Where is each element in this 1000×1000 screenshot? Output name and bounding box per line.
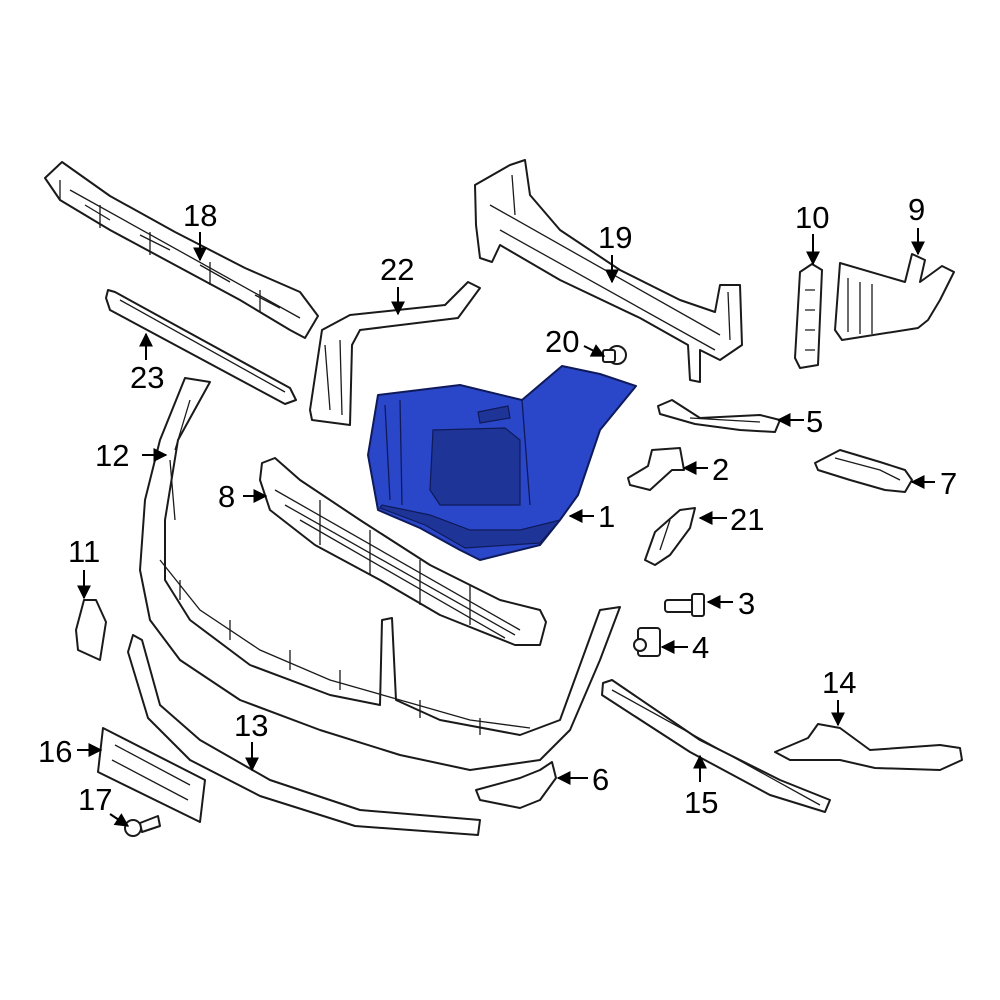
part-1-bumper-cover-highlighted xyxy=(367,365,637,561)
callout-4: 4 xyxy=(692,630,709,665)
callout-18: 18 xyxy=(183,198,217,233)
part-15-side-strip xyxy=(601,679,831,813)
part-19-reinforcement-bar xyxy=(474,159,743,383)
part-4-nut-clip xyxy=(633,627,661,657)
part-16-plate xyxy=(97,727,206,823)
callout-17: 17 xyxy=(78,782,112,817)
part-3-bolt xyxy=(664,593,705,617)
callout-5: 5 xyxy=(806,404,823,439)
part-10-vertical-bracket xyxy=(794,263,823,369)
callout-23: 23 xyxy=(130,360,164,395)
part-17-push-pin xyxy=(124,815,161,837)
leader-20 xyxy=(583,344,606,357)
callout-14: 14 xyxy=(822,665,856,700)
leader-17 xyxy=(109,813,130,827)
callout-22: 22 xyxy=(380,252,414,287)
callout-16: 16 xyxy=(38,734,72,769)
part-18-energy-absorber xyxy=(44,161,319,339)
part-11-clip-bracket xyxy=(75,599,107,661)
part-5-bracket xyxy=(657,399,781,433)
part-8-grille xyxy=(259,457,547,646)
callout-labels: 18 19 22 23 10 9 20 12 8 5 2 7 1 21 11 3… xyxy=(38,192,957,820)
part-21-side-bracket xyxy=(644,507,696,566)
callout-11: 11 xyxy=(68,534,100,569)
part-13-lower-trim xyxy=(127,634,481,836)
callout-6: 6 xyxy=(592,762,609,797)
part-23-bracket-strip xyxy=(105,289,297,405)
callout-2: 2 xyxy=(712,452,729,487)
part-9-guide-bracket xyxy=(834,253,955,341)
callout-9: 9 xyxy=(908,192,925,227)
part-20-bolt xyxy=(602,345,627,365)
callout-1: 1 xyxy=(598,499,615,534)
part-12-bumper-support xyxy=(139,377,621,771)
callout-13: 13 xyxy=(234,708,268,743)
part-14-corner-trim xyxy=(774,723,963,771)
callout-15: 15 xyxy=(684,785,718,820)
callout-20: 20 xyxy=(545,324,579,359)
callout-12: 12 xyxy=(95,438,129,473)
callout-3: 3 xyxy=(738,586,755,621)
part-6-lower-bracket xyxy=(475,761,557,809)
callout-21: 21 xyxy=(730,502,764,537)
callout-10: 10 xyxy=(795,200,829,235)
part-22-side-bracket xyxy=(309,281,481,426)
part-7-deflector xyxy=(814,449,913,493)
callout-7: 7 xyxy=(940,466,957,501)
part-2-clip-bracket xyxy=(627,447,685,491)
callout-leaders xyxy=(77,228,935,827)
callout-8: 8 xyxy=(218,479,235,514)
callout-19: 19 xyxy=(598,220,632,255)
